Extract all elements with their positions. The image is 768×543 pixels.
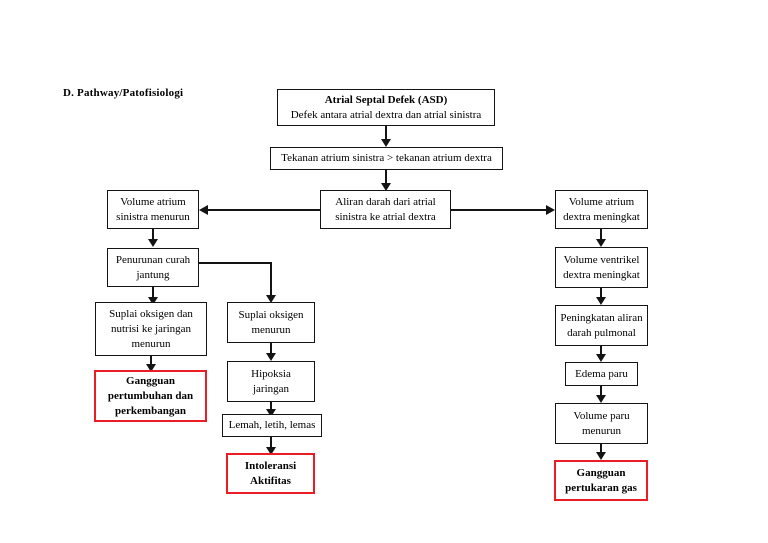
node-volume-paru-menurun-line1: Volume paru [573,409,630,422]
page-title: D. Pathway/Patofisiologi [63,87,184,99]
node-hipoksia-jaringan-line1: Hipoksia [251,367,291,380]
node-edema-paru-line1: Edema paru [575,367,628,380]
connector-pressure-to-shunt [385,170,387,187]
connector-left-atrium-to-cardiac-output [152,229,154,242]
node-penurunan-curah-jantung-line1: Penurunan curah [115,253,191,266]
node-intoleransi-aktifitas-line2: Aktifitas [250,474,291,487]
arrowhead-right-atrium-to-right-ventricle [596,239,606,247]
connector-cardiac-output-branch-horizontal [199,262,272,264]
node-volume-paru-menurun-line2: menurun [581,424,622,437]
node-atrial-septal-defek: Atrial Septal Defek (ASD) Defek antara a… [277,89,495,126]
node-volume-atrium-dextra-line2: dextra meningkat [563,210,640,223]
node-edema-paru: Edema paru [565,362,638,386]
node-suplai-oksigen-nutrisi-line1: Suplai oksigen dan [109,307,193,320]
node-hipoksia-jaringan: Hipoksia jaringan [227,361,315,402]
node-volume-paru-menurun: Volume paru menurun [555,403,648,444]
node-intoleransi-aktifitas: Intoleransi Aktifitas [226,453,315,494]
node-tekanan-atrium-line1: Tekanan atrium sinistra > tekanan atrium… [281,152,492,164]
node-penurunan-curah-jantung-line2: jantung [136,268,170,281]
node-volume-ventrikel-dextra: Volume ventrikel dextra meningkat [555,247,648,288]
node-suplai-oksigen-menurun-line2: menurun [251,323,291,336]
node-volume-ventrikel-dextra-line2: dextra meningkat [563,268,640,281]
node-tekanan-atrium: Tekanan atrium sinistra > tekanan atrium… [270,147,503,170]
node-atrial-septal-defek-line1: Atrial Septal Defek (ASD) [324,93,448,106]
node-peningkatan-aliran-pulmonal-line1: Peningkatan aliran [560,311,643,324]
arrowhead-pulmonary-flow-to-lung-edema [596,354,606,362]
node-volume-atrium-sinistra-line1: Volume atrium [120,195,186,208]
node-suplai-oksigen-nutrisi-line2: nutrisi ke jaringan [110,322,192,335]
connector-right-atrium-to-right-ventricle [600,229,602,243]
node-gangguan-pertumbuhan-line3: perkembangan [115,404,186,417]
connector-shunt-to-left-atrium [207,209,320,211]
arrowhead-weakness-to-activity-intolerance [266,447,276,455]
connector-right-ventricle-to-pulmonary-flow [600,288,602,301]
connector-shunt-to-right-atrium [451,209,547,211]
node-suplai-oksigen-menurun: Suplai oksigen menurun [227,302,315,343]
node-volume-ventrikel-dextra-line1: Volume ventrikel [563,253,640,266]
arrowhead-left-atrium-to-cardiac-output [148,239,158,247]
node-gangguan-pertumbuhan-line2: pertumbuhan dan [107,389,194,402]
node-gangguan-pertumbuhan: Gangguan pertumbuhan dan perkembangan [94,370,207,422]
arrowhead-cardiac-output-to-oxygen-nutrition [148,297,158,305]
node-intoleransi-aktifitas-line1: Intoleransi [244,459,297,472]
connector-root-to-pressure [385,126,387,142]
arrowhead-oxygen-nutrition-to-growth-disorder [146,364,156,372]
arrowhead-right-ventricle-to-pulmonary-flow [596,297,606,305]
node-suplai-oksigen-nutrisi: Suplai oksigen dan nutrisi ke jaringan m… [95,302,207,356]
arrowhead-oxygen-supply-to-hypoxia [266,353,276,361]
node-lemah-letih-lemas-line1: Lemah, letih, lemas [228,419,316,431]
node-volume-atrium-sinistra-line2: sinistra menurun [116,210,190,223]
node-gangguan-pertukaran-gas: Gangguan pertukaran gas [554,460,648,501]
node-aliran-darah-line1: Aliran darah dari atrial [335,195,436,208]
node-suplai-oksigen-menurun-line1: Suplai oksigen [238,308,304,321]
arrowhead-cardiac-output-branch [266,295,276,303]
node-peningkatan-aliran-pulmonal: Peningkatan aliran darah pulmonal [555,305,648,346]
node-gangguan-pertukaran-gas-line2: pertukaran gas [565,481,637,494]
connector-oxygen-supply-to-hypoxia [270,343,272,357]
arrowhead-shunt-to-right-atrium [546,205,555,215]
connector-oxygen-nutrition-to-growth-disorder [150,356,152,368]
node-volume-atrium-dextra: Volume atrium dextra meningkat [555,190,648,229]
node-suplai-oksigen-nutrisi-line3: menurun [131,337,171,350]
connector-lung-edema-to-lung-volume [600,386,602,399]
connector-cardiac-output-to-oxygen-nutrition [152,287,154,300]
node-gangguan-pertumbuhan-line1: Gangguan [126,374,175,387]
connector-lung-volume-to-gas-exchange [600,444,602,456]
node-volume-atrium-sinistra: Volume atrium sinistra menurun [107,190,199,229]
node-penurunan-curah-jantung: Penurunan curah jantung [107,248,199,287]
connector-pulmonary-flow-to-lung-edema [600,346,602,358]
node-gangguan-pertukaran-gas-line1: Gangguan [576,466,626,479]
node-aliran-darah-line2: sinistra ke atrial dextra [335,210,436,223]
arrowhead-lung-edema-to-lung-volume [596,395,606,403]
node-peningkatan-aliran-pulmonal-line2: darah pulmonal [567,326,636,339]
arrowhead-hypoxia-to-weakness [266,409,276,417]
connector-cardiac-output-branch-vertical [270,262,272,298]
node-volume-atrium-dextra-line1: Volume atrium [568,195,635,208]
node-lemah-letih-lemas: Lemah, letih, lemas [222,414,322,437]
node-hipoksia-jaringan-line2: jaringan [252,382,290,395]
connector-weakness-to-activity-intolerance [270,437,272,451]
arrowhead-shunt-to-left-atrium [199,205,208,215]
node-atrial-septal-defek-line2: Defek antara atrial dextra dan atrial si… [290,108,482,121]
node-aliran-darah: Aliran darah dari atrial sinistra ke atr… [320,190,451,229]
connector-hypoxia-to-weakness [270,402,272,413]
arrowhead-root-to-pressure [381,139,391,147]
arrowhead-pressure-to-shunt [381,183,391,191]
arrowhead-lung-volume-to-gas-exchange [596,452,606,460]
